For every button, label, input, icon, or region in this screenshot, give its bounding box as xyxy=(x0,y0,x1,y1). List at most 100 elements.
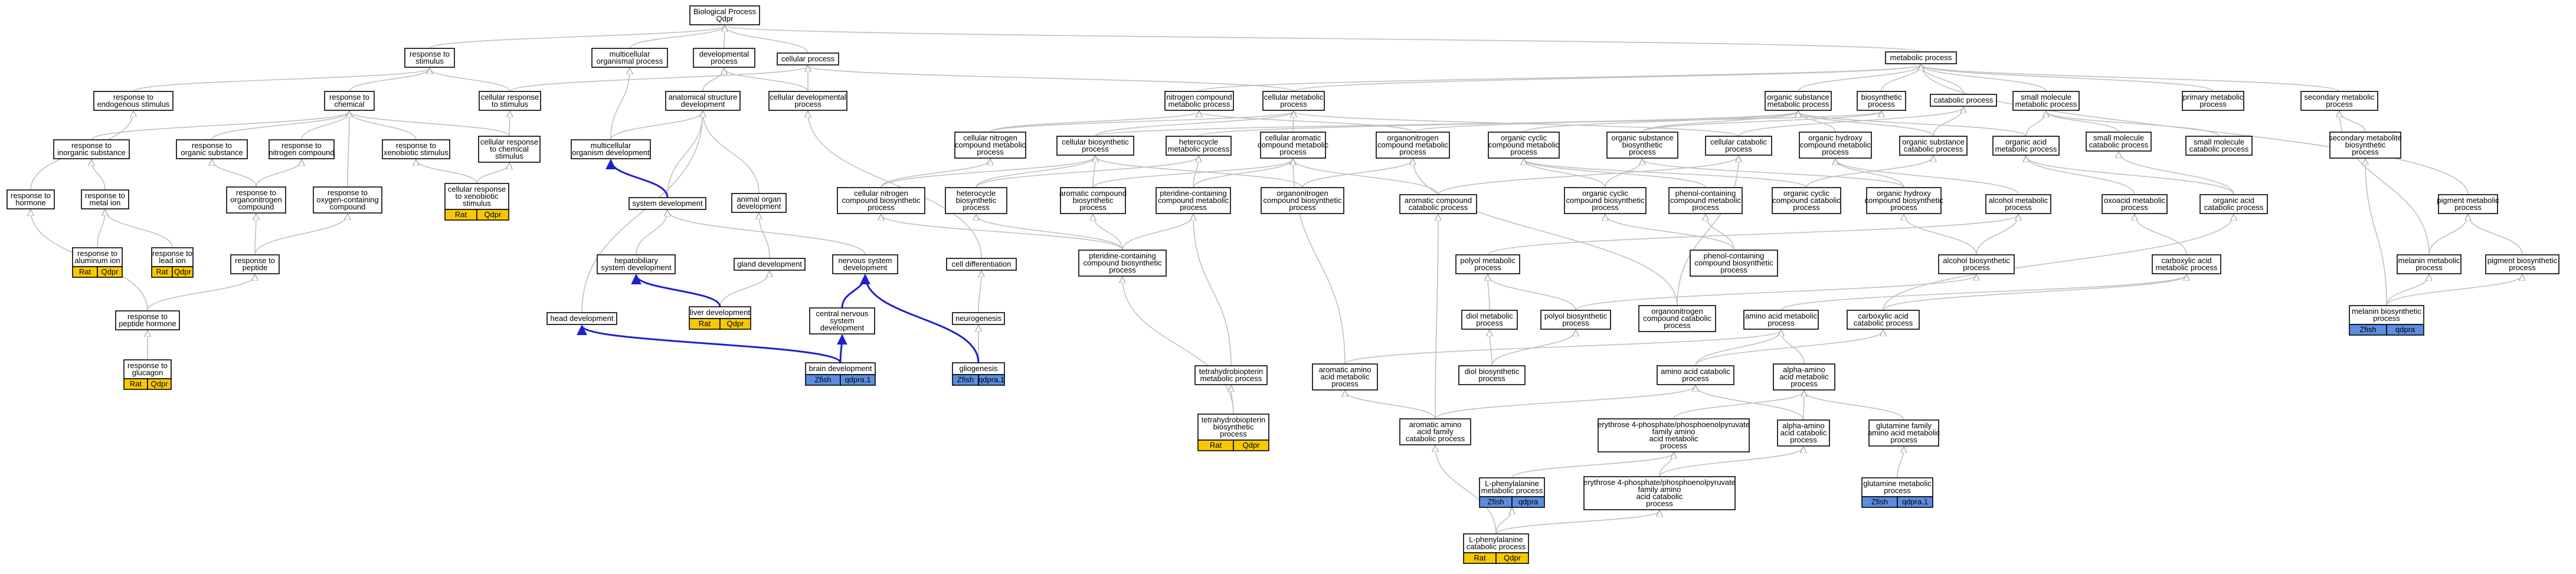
go-term-neurogenesis[interactable]: neurogenesis xyxy=(952,312,1005,325)
go-term-metabolic-process[interactable]: metabolic process xyxy=(1885,51,1957,64)
go-term-cellular-process[interactable]: cellular process xyxy=(777,53,839,65)
go-term-cell-differentiation[interactable]: cell differentiation xyxy=(946,258,1017,271)
go-term-system-development[interactable]: system development xyxy=(629,197,706,210)
go-term-gland-development[interactable]: gland development xyxy=(734,258,806,271)
go-term-erythrose-pyruvate-amino-acid-metabolic-process[interactable]: erythrose 4-phosphate/phosphoenolpyruvat… xyxy=(1598,418,1750,452)
go-term-erythrose-pyruvate-amino-acid-catabolic-process[interactable]: erythrose 4-phosphate/phosphoenolpyruvat… xyxy=(1583,476,1736,510)
go-term-tetrahydrobiopterin-biosynthetic-process[interactable]: tetrahydrobiopterinbiosyntheticprocessRa… xyxy=(1197,414,1269,451)
go-term-catabolic-process[interactable]: catabolic process xyxy=(1930,94,1997,107)
